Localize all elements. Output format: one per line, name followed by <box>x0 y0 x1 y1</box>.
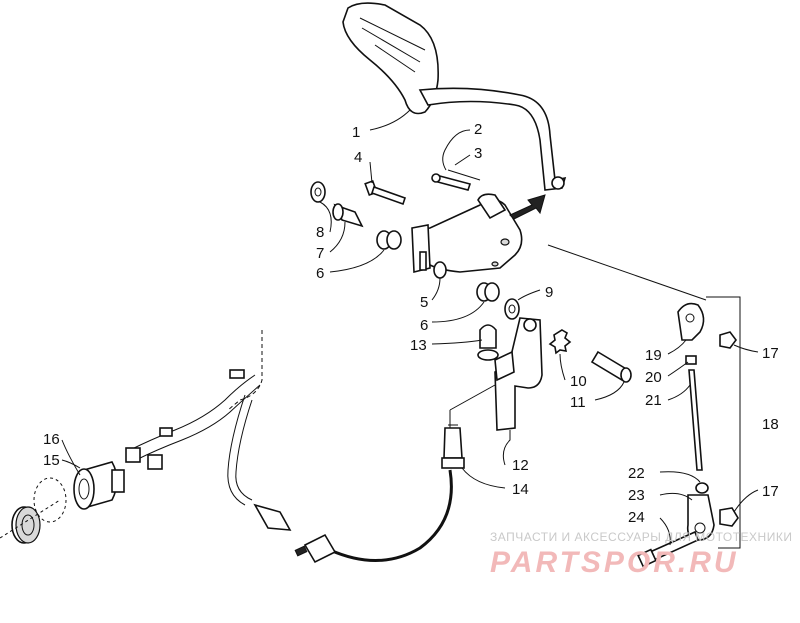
callout-numbers: 1 2 3 4 5 6 6 7 8 9 10 11 12 13 14 15 16… <box>43 121 779 526</box>
socket-15 <box>73 461 125 510</box>
callout-6b: 6 <box>420 317 428 334</box>
washer-9 <box>504 298 520 320</box>
callout-20: 20 <box>645 369 662 386</box>
bolt-4 <box>364 179 407 206</box>
watermark: ЗАПЧАСТИ И АКСЕССУАРЫ ДЛЯ МОТОТЕХНИКИ PA… <box>490 530 792 579</box>
pivot-bracket <box>411 193 523 274</box>
callout-15: 15 <box>43 452 60 469</box>
callout-12: 12 <box>512 457 529 474</box>
sensor-cable-14 <box>329 424 465 562</box>
leader-lines <box>61 109 759 546</box>
callout-6a: 6 <box>316 265 324 282</box>
callout-16: 16 <box>43 431 60 448</box>
callout-7: 7 <box>316 245 324 262</box>
cotter-pin-3 <box>447 169 481 181</box>
callout-9: 9 <box>545 284 553 301</box>
callout-10: 10 <box>570 373 587 390</box>
bracket-18-line <box>706 296 741 549</box>
callout-17a: 17 <box>762 345 779 362</box>
callout-2: 2 <box>474 121 482 138</box>
nut-22 <box>695 482 709 494</box>
callout-4: 4 <box>354 149 362 166</box>
watermark-tagline: ЗАПЧАСТИ И АКСЕССУАРЫ ДЛЯ МОТОТЕХНИКИ <box>490 530 792 544</box>
callout-24: 24 <box>628 509 645 526</box>
lower-lever-arm-12 <box>494 317 543 431</box>
washer-8 <box>310 181 326 203</box>
bushing-6b <box>476 282 500 302</box>
nut-20 <box>685 355 697 365</box>
callout-14: 14 <box>512 481 529 498</box>
spacer-7 <box>332 203 364 228</box>
nut-17b <box>719 507 739 527</box>
callout-3: 3 <box>474 145 482 162</box>
pin-11 <box>590 350 632 383</box>
callout-23: 23 <box>628 487 645 504</box>
callout-11: 11 <box>570 394 586 411</box>
direction-arrow-icon <box>509 194 546 220</box>
callout-8: 8 <box>316 224 324 241</box>
bushing-6a <box>376 230 402 250</box>
rod-end-top-19 <box>677 302 705 341</box>
callout-21: 21 <box>645 392 662 409</box>
callout-18: 18 <box>762 416 779 433</box>
callout-1: 1 <box>352 124 360 141</box>
cable-connector <box>294 533 337 564</box>
shift-lever-handle <box>342 2 567 191</box>
nut-17a <box>719 331 737 349</box>
watermark-brand: PARTSPOR.RU <box>490 546 739 579</box>
switch-13 <box>477 324 499 361</box>
clevis-pin-2 <box>431 173 472 191</box>
callout-19: 19 <box>645 347 662 364</box>
bezel-ring-16 <box>11 477 67 544</box>
bushing-5 <box>433 261 447 279</box>
wire-harness <box>125 330 292 531</box>
bolt-24 <box>637 530 700 568</box>
callout-17b: 17 <box>762 483 779 500</box>
callout-5: 5 <box>420 294 428 311</box>
rod-21 <box>688 369 703 471</box>
callout-22: 22 <box>628 465 645 482</box>
star-washer-10 <box>548 329 572 355</box>
callout-13: 13 <box>410 337 427 354</box>
